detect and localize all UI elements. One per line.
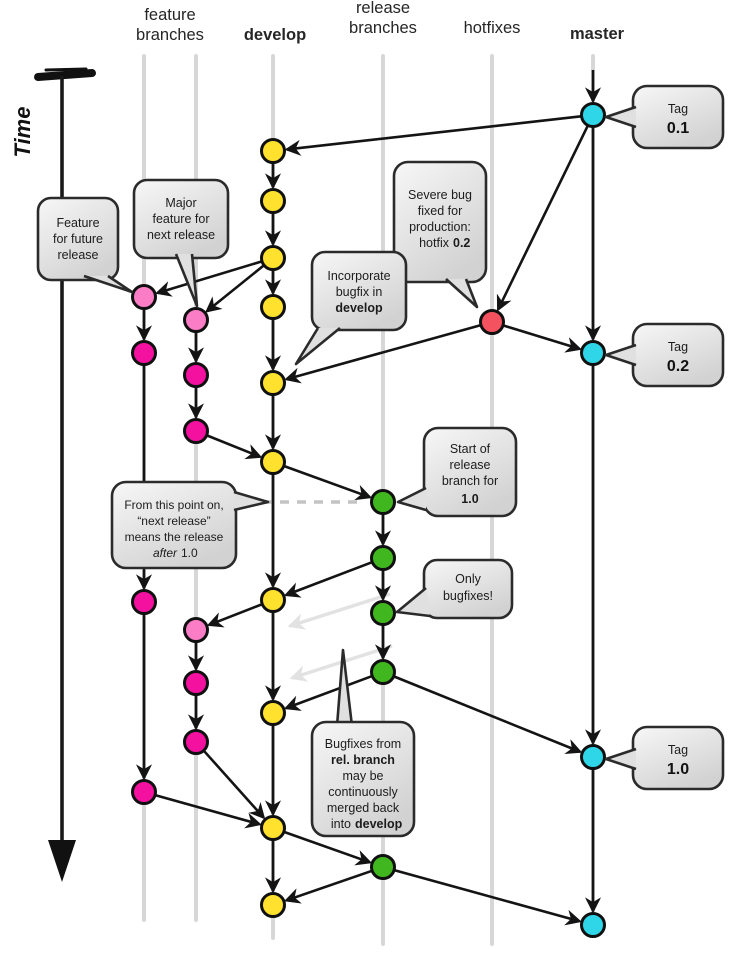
commit-edge-f2f-to-d9 xyxy=(203,750,266,820)
commit-node-f2d xyxy=(183,617,209,643)
header-feature-branches-line2: branches xyxy=(136,26,204,44)
commit-node-r4 xyxy=(370,659,396,685)
commit-edge-d3-to-f1a xyxy=(155,260,262,297)
commit-node-d5 xyxy=(260,370,286,396)
commit-edge-d9-to-r5 xyxy=(283,830,373,866)
commit-node-d10 xyxy=(260,892,286,918)
time-axis-top-cap xyxy=(34,69,96,81)
commit-node-d1 xyxy=(260,138,286,164)
callout-tag-0.2: Tag 0.2 xyxy=(604,322,725,388)
tag-title: Tag xyxy=(668,102,688,116)
commit-edge-r4-to-d8 xyxy=(283,674,373,711)
commit-node-m2 xyxy=(580,340,606,366)
commit-edge-f2c-to-d6 xyxy=(206,434,263,460)
commit-edge-r4-to-m3 xyxy=(393,675,583,755)
commit-edge-h1-to-m2 xyxy=(503,324,582,353)
commit-node-m3 xyxy=(580,744,606,770)
commit-edge-r2-to-d7 xyxy=(283,561,373,598)
commit-node-f1d xyxy=(131,779,157,805)
commit-node-r1 xyxy=(370,489,396,515)
tag-title: Tag xyxy=(668,340,688,354)
commit-node-f2e xyxy=(183,670,209,696)
commit-node-f1c xyxy=(131,589,157,615)
commit-edge-f1d-to-d9 xyxy=(155,793,262,829)
commit-edge-d6-to-r1 xyxy=(283,464,373,501)
time-axis-arrowhead xyxy=(48,840,76,882)
callout-tag-1.0: Tag 1.0 xyxy=(604,725,725,791)
commit-edge-r5-to-d10 xyxy=(283,869,373,904)
header-master: master xyxy=(570,25,625,43)
header-develop: develop xyxy=(244,26,306,44)
commit-nodes xyxy=(131,102,606,938)
tag-value: 0.2 xyxy=(667,358,689,375)
header-release-branches-line2: branches xyxy=(349,19,417,37)
commit-node-d9 xyxy=(260,815,286,841)
commit-edge-h1-to-d5 xyxy=(284,323,481,384)
commit-node-r5 xyxy=(370,854,396,880)
commit-node-d2 xyxy=(260,188,286,214)
commit-node-f1b xyxy=(131,340,157,366)
commit-edge-d7-to-f2d xyxy=(206,603,263,628)
time-axis-label: Time xyxy=(10,107,35,158)
commit-node-d3 xyxy=(260,245,286,271)
commit-node-f2a xyxy=(183,307,209,333)
tag-value: 1.0 xyxy=(667,761,689,778)
commit-edge-m1-to-d1 xyxy=(284,115,582,156)
ghost-merge-arrow xyxy=(287,592,391,630)
commit-node-r3 xyxy=(370,600,396,626)
commit-node-d6 xyxy=(260,449,286,475)
callout-from-this-point-on: From this point on,“next release”means t… xyxy=(110,480,270,570)
commit-node-f2f xyxy=(183,729,209,755)
lane-headers: feature branches develop release branche… xyxy=(136,0,625,44)
commit-node-r2 xyxy=(370,545,396,571)
commit-node-f2c xyxy=(183,418,209,444)
header-release-branches-line1: release xyxy=(356,0,410,17)
time-axis: Time xyxy=(10,67,96,882)
tag-value: 0.1 xyxy=(667,120,689,137)
commit-edge-d3-to-f2a xyxy=(205,264,265,313)
commit-node-d4 xyxy=(260,294,286,320)
commit-node-f1a xyxy=(131,284,157,310)
commit-node-d8 xyxy=(260,700,286,726)
header-hotfixes: hotfixes xyxy=(464,19,521,37)
commit-edge-m1-to-h1 xyxy=(496,125,589,312)
commit-node-h1 xyxy=(479,309,505,335)
time-axis-top-cap-scribble xyxy=(44,67,88,72)
commit-node-m1 xyxy=(580,102,606,128)
commit-node-d7 xyxy=(260,587,286,613)
svg-text:From this point on,“next relea: From this point on,“next release”means t… xyxy=(124,498,223,560)
commit-edge-r5-to-m4 xyxy=(394,868,582,926)
commit-node-m4 xyxy=(580,912,606,938)
header-feature-branches-line1: feature xyxy=(144,6,195,24)
callout-tag-0.1: Tag 0.1 xyxy=(604,84,725,150)
commit-node-f2b xyxy=(183,362,209,388)
tag-title: Tag xyxy=(668,743,688,757)
